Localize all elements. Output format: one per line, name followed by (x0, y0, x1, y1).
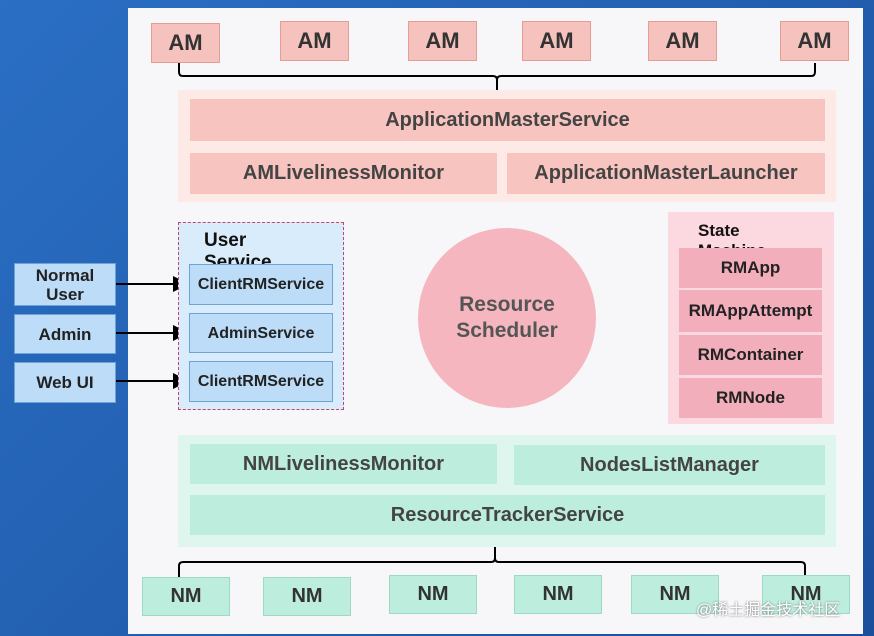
am-box-1: AM (151, 23, 220, 63)
nm-box-5: NM (631, 575, 719, 614)
application-master-launcher-box: ApplicationMasterLauncher (507, 153, 825, 194)
nm-liveliness-monitor-box: NMLivelinessMonitor (190, 444, 497, 484)
am-liveliness-monitor-box: AMLivelinessMonitor (190, 153, 497, 194)
nm-box-6: NM (762, 575, 850, 614)
state-box-rmnode: RMNode (679, 378, 822, 418)
am-box-2: AM (280, 21, 349, 61)
resource-scheduler-circle: Resource Scheduler (418, 228, 596, 408)
am-box-4: AM (522, 21, 591, 61)
state-box-rmappattempt: RMAppAttempt (679, 290, 822, 332)
am-box-6: AM (780, 21, 849, 61)
state-machine-title-line2: Machine (698, 241, 808, 249)
client-rm-service-box-1: ClientRMService (189, 264, 333, 305)
user-service-title-line1: User (204, 230, 247, 251)
state-box-rmcontainer: RMContainer (679, 335, 822, 375)
application-master-service-box: ApplicationMasterService (190, 99, 825, 141)
state-machine-title-line1: State (698, 221, 740, 240)
watermark-text: @稀土掘金技术社区 (696, 602, 841, 619)
nm-box-4: NM (514, 575, 602, 614)
nm-box-2: NM (263, 577, 351, 616)
nm-box-1: NM (142, 577, 230, 616)
admin-service-box: AdminService (189, 313, 333, 353)
client-normal-user: Normal User (14, 263, 116, 306)
resource-tracker-service-box: ResourceTrackerService (190, 495, 825, 535)
state-box-rmapp: RMApp (679, 248, 822, 288)
am-bracket (178, 63, 816, 90)
state-machine-title: State Machine (698, 221, 808, 249)
client-rm-service-box-2: ClientRMService (189, 361, 333, 402)
am-box-5: AM (648, 21, 717, 61)
nm-bracket (178, 547, 806, 578)
client-web-ui: Web UI (14, 362, 116, 403)
nm-box-3: NM (389, 575, 477, 614)
am-box-3: AM (408, 21, 477, 61)
client-admin: Admin (14, 314, 116, 354)
nodes-list-manager-box: NodesListManager (514, 445, 825, 485)
